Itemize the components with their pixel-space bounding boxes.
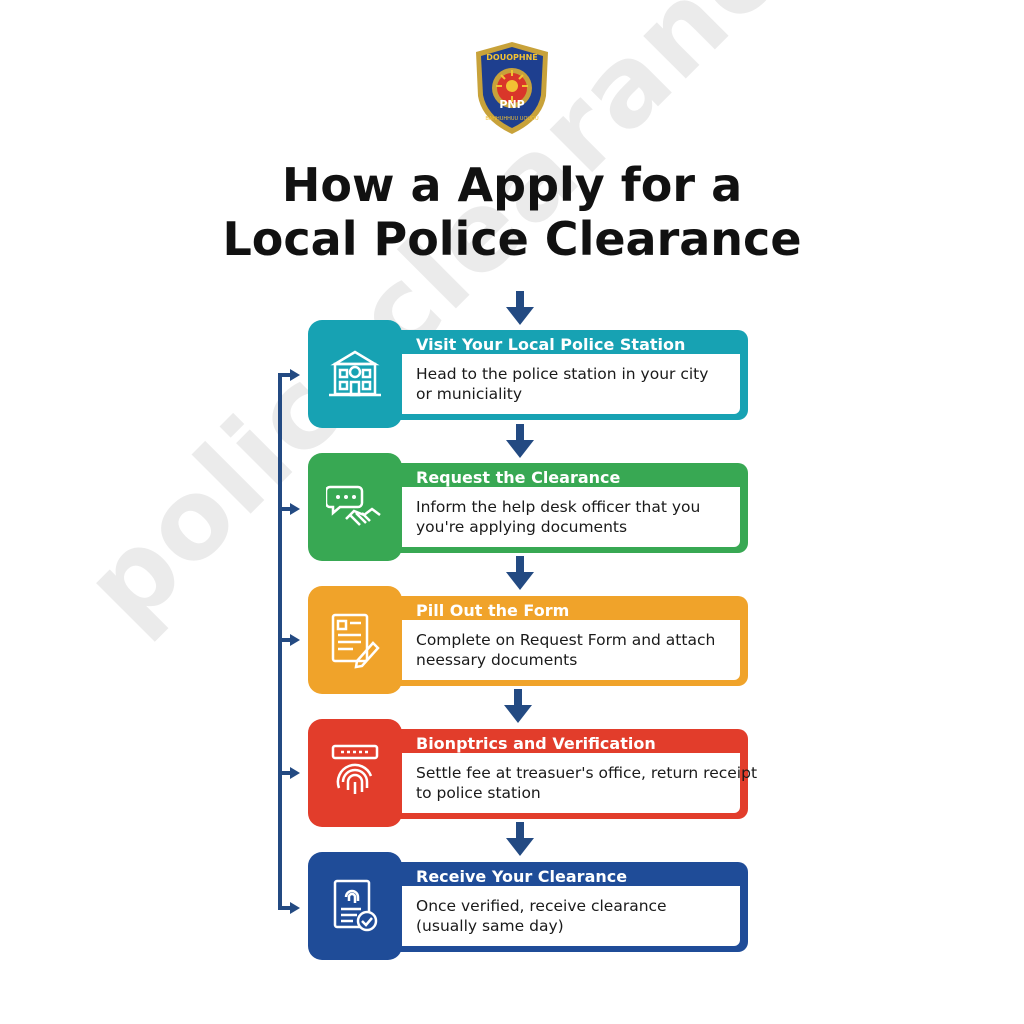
step-2-title: Request the Clearance <box>416 468 621 487</box>
step-4-tile <box>308 719 402 827</box>
step-4: Bionptrics and Verification Settle fee a… <box>306 719 757 829</box>
chat-handshake-icon <box>326 485 381 526</box>
step-3-desc-line-2: neessary documents <box>416 651 578 669</box>
step-2-tile <box>308 453 402 561</box>
step-3-desc-line-1: Complete on Request Form and attach <box>416 631 716 649</box>
down-arrow-icon <box>506 291 534 325</box>
connector-arrow-icon <box>278 767 300 779</box>
police-station-icon <box>329 350 381 397</box>
step-3-description: Complete on Request Form and attach nees… <box>416 630 760 670</box>
step-3-tile <box>308 586 402 694</box>
fingerprint-scan-icon <box>331 744 379 794</box>
logo-pnp-text: PNP <box>499 98 524 111</box>
step-1-title: Visit Your Local Police Station <box>416 335 686 354</box>
step-4-desc-line-2: to police station <box>416 784 541 802</box>
down-arrow-icon <box>506 822 534 856</box>
step-2-description: Inform the help desk officer that you yo… <box>416 497 760 537</box>
down-arrow-icon <box>506 424 534 458</box>
step-1-tile <box>308 320 402 428</box>
step-5-title: Receive Your Clearance <box>416 867 628 886</box>
step-3-panel <box>402 620 740 680</box>
down-arrow-icon <box>506 556 534 590</box>
step-2: Request the Clearance Inform the help de… <box>306 453 748 563</box>
down-arrow-icon <box>504 689 532 723</box>
step-1: Visit Your Local Police Station Head to … <box>306 320 748 430</box>
step-5-description: Once verified, receive clearance (usuall… <box>416 896 760 936</box>
connector-line <box>278 375 282 910</box>
step-2-panel <box>402 487 740 547</box>
title-line-2: Local Police Clearance <box>222 212 802 266</box>
form-pen-icon <box>331 613 380 669</box>
clearance-document-icon <box>333 879 378 932</box>
step-2-desc-line-2: you're applying documents <box>416 518 628 536</box>
connector-arrow-icon <box>278 503 300 515</box>
connector-arrow-icon <box>278 902 300 914</box>
connector-arrow-icon <box>278 369 300 381</box>
step-1-panel <box>402 354 740 414</box>
svg-text:DOUOPHNE: DOUOPHNE <box>486 53 537 62</box>
step-4-panel <box>402 753 740 813</box>
step-5-desc-line-1: Once verified, receive clearance <box>416 897 667 915</box>
step-1-desc-line-2: or municiality <box>416 385 523 403</box>
step-1-description: Head to the police station in your city … <box>416 364 760 404</box>
step-1-desc-line-1: Head to the police station in your city <box>416 365 709 383</box>
step-4-title: Bionptrics and Verification <box>416 734 656 753</box>
pnp-badge-logo: DOUOPHNE BAHHUHHUU UOUOU PNP <box>476 42 548 134</box>
step-2-desc-line-1: Inform the help desk officer that you <box>416 498 701 516</box>
svg-text:BAHHUHHUU UOUOU: BAHHUHHUU UOUOU <box>485 116 539 122</box>
step-4-description: Settle fee at treasuer's office, return … <box>416 763 760 803</box>
step-5-desc-line-2: (usually same day) <box>416 917 564 935</box>
page-title: How a Apply for a Local Police Clearance <box>0 158 1024 266</box>
step-3: Pill Out the Form Complete on Request Fo… <box>306 586 748 696</box>
step-3-title: Pill Out the Form <box>416 601 570 620</box>
connector-arrow-icon <box>278 634 300 646</box>
step-5: Receive Your Clearance Once verified, re… <box>306 852 748 962</box>
step-5-panel <box>402 886 740 946</box>
title-line-1: How a Apply for a <box>281 158 743 212</box>
step-5-tile <box>308 852 402 960</box>
step-4-desc-line-1: Settle fee at treasuer's office, return … <box>416 764 758 782</box>
